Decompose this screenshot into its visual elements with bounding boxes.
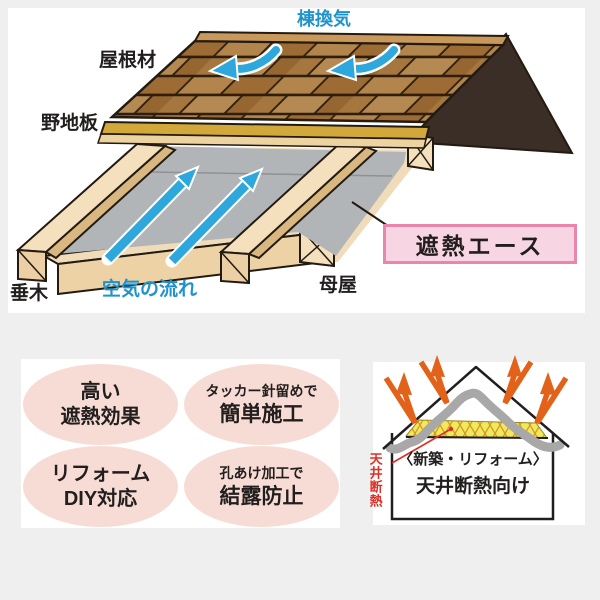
feature-bubble-condensation: 孔あけ加工で 結露防止 (184, 446, 339, 527)
house-caption-type: 〈新築・リフォーム〉 (398, 451, 548, 468)
sheathing-label: 野地板 (41, 113, 99, 134)
rafter-label: 垂木 (10, 283, 49, 304)
roof-material-label: 屋根材 (99, 50, 157, 71)
house-diagram-panel (373, 362, 585, 525)
product-name-box: 遮熱エース (383, 224, 577, 264)
feature-bubble-heat-shield: 高い 遮熱効果 (23, 364, 178, 445)
feature-line: リフォーム (50, 462, 151, 485)
feature-line: 孔あけ加工で (219, 465, 304, 482)
purlin-label: 母屋 (319, 275, 358, 296)
house-caption-use: 天井断熱向け (415, 476, 530, 497)
feature-line: タッカー針留めで (205, 383, 318, 400)
ridge-vent-label: 棟換気 (297, 9, 351, 29)
ceiling-insulation-label: 天井断熱 (367, 452, 383, 508)
feature-line: 簡単施工 (219, 402, 304, 426)
product-name-label: 遮熱エース (415, 233, 545, 259)
feature-bubble-diy: リフォーム DIY対応 (23, 446, 178, 527)
roof-cutaway-panel (8, 8, 585, 313)
feature-line: 遮熱効果 (60, 405, 141, 428)
feature-bubble-easy-install: タッカー針留めで 簡単施工 (184, 364, 339, 445)
feature-line: 高い (80, 380, 121, 403)
feature-line: DIY対応 (63, 487, 138, 510)
feature-line: 結露防止 (219, 484, 304, 508)
air-flow-label: 空気の流れ (102, 279, 198, 300)
